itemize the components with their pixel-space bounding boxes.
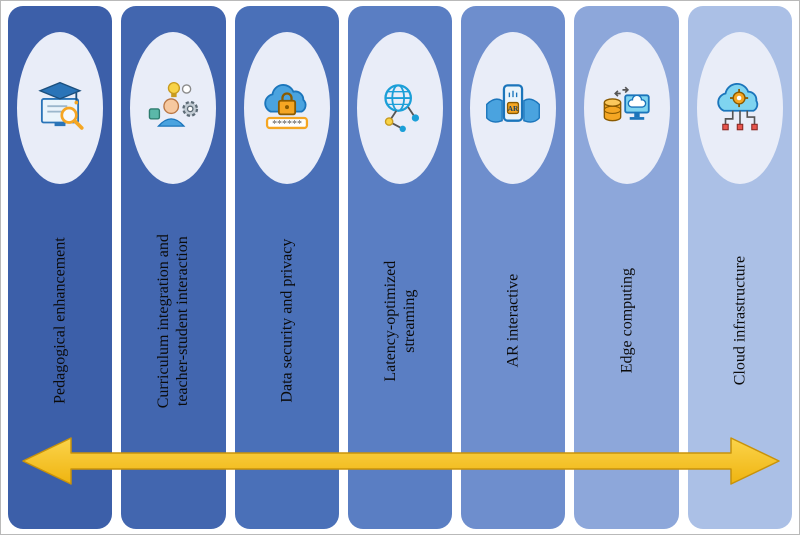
latency-streaming-icon — [384, 84, 420, 133]
column-label: Data security and privacy — [278, 239, 296, 403]
column-curriculum-integration: Curriculum integration and teacher-stude… — [121, 6, 226, 529]
pedagogical-enhancement-icon — [38, 81, 84, 130]
column-cloud-infrastructure: Cloud infrastructure — [687, 6, 792, 529]
pillar-columns: Pedagogical enhancement Curriculum integ… — [8, 6, 792, 529]
edge-computing-icon — [603, 86, 650, 122]
cloud-infrastructure-icon — [717, 83, 759, 131]
column-label: Pedagogical enhancement — [51, 237, 69, 405]
column-label: Edge computing — [617, 268, 635, 374]
column-latency-streaming: Latency-optimized streaming — [347, 6, 453, 529]
ar-interactive-icon: AR — [486, 84, 541, 123]
icon-ellipse — [130, 32, 217, 184]
svg-text:AR: AR — [508, 105, 519, 113]
svg-text:******: ****** — [272, 119, 302, 130]
column-label: Cloud infrastructure — [731, 256, 749, 386]
icon-ellipse: ****** — [243, 32, 330, 184]
icon-ellipse — [17, 32, 104, 184]
column-data-security: ****** Data security and privacy — [234, 6, 339, 529]
data-security-icon: ****** — [264, 84, 308, 130]
column-label: AR interactive — [504, 274, 522, 368]
column-ar-interactive: AR AR interactive — [461, 6, 566, 529]
column-label: Curriculum integration and teacher-stude… — [155, 233, 192, 409]
column-label: Latency-optimized streaming — [381, 260, 418, 382]
icon-ellipse — [696, 32, 783, 184]
icon-ellipse — [356, 32, 443, 184]
icon-ellipse — [583, 32, 670, 184]
column-pedagogical-enhancement: Pedagogical enhancement — [8, 6, 113, 529]
curriculum-integration-icon — [149, 81, 199, 127]
icon-ellipse: AR — [470, 32, 557, 184]
column-edge-computing: Edge computing — [574, 6, 679, 529]
